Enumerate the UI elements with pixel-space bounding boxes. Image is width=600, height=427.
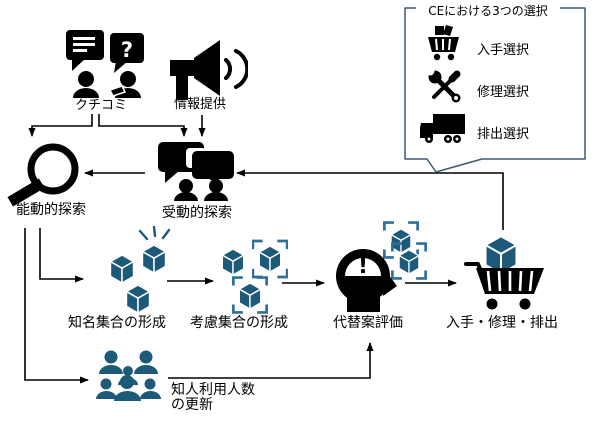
callout-item-acquire-label: 入手選択 <box>477 43 530 58</box>
acquaintance-update-label-line1: 知人利用人数 <box>171 382 255 398</box>
cart-items-icon <box>428 25 459 61</box>
callout-item-dispose-label: 排出選択 <box>477 127 530 142</box>
awareness-set-label: 知名集合の形成 <box>68 315 166 331</box>
arrow-kuchikomi-to-passive-search <box>98 114 188 137</box>
arrow-acquaintance-update-to-evaluation <box>168 342 374 379</box>
magnifier-icon <box>7 143 79 207</box>
arrow-active-search-to-acquaintance-update <box>24 228 89 384</box>
awareness-set-cubes-icon <box>109 226 171 314</box>
passive-search-label: 受動的探索 <box>162 205 232 221</box>
acquire-repair-dispose-label: 入手・修理・排出 <box>446 315 558 331</box>
consideration-set-label: 考慮集合の形成 <box>190 315 288 331</box>
question-mark-glyph: ? <box>121 38 133 62</box>
joho-label: 情報提供 <box>173 97 227 112</box>
callout-title: CEにおける3つの選択 <box>424 2 552 19</box>
callout-item-repair-label: 修理選択 <box>477 85 530 100</box>
arrow-cart-feedback-to-passive-search <box>236 169 504 230</box>
thinking-head-icon: ! <box>336 249 397 312</box>
sparkle-icon <box>138 226 171 241</box>
shopping-cart-icon <box>464 262 544 310</box>
people-group-icon <box>96 350 161 401</box>
megaphone-icon <box>170 40 248 100</box>
ce-choices-callout <box>404 7 586 173</box>
consideration-set-cubes-icon <box>221 239 288 314</box>
arrow-kuchikomi-to-active-search <box>28 114 93 137</box>
evaluation-label: 代替案評価 <box>333 315 403 331</box>
evaluation-head-icon: ! <box>336 221 427 312</box>
passive-search-icon <box>158 142 234 201</box>
exclamation-glyph: ! <box>358 254 368 279</box>
tools-icon <box>425 66 461 103</box>
kuchikomi-label: クチコミ <box>74 98 128 113</box>
acquaintance-update-label-line2: の更新 <box>171 397 213 413</box>
truck-icon <box>420 114 465 143</box>
word-of-mouth-icon: ? <box>66 30 144 98</box>
active-search-label: 能動的探索 <box>16 202 86 218</box>
arrow-active-search-to-awareness-set <box>39 228 84 283</box>
